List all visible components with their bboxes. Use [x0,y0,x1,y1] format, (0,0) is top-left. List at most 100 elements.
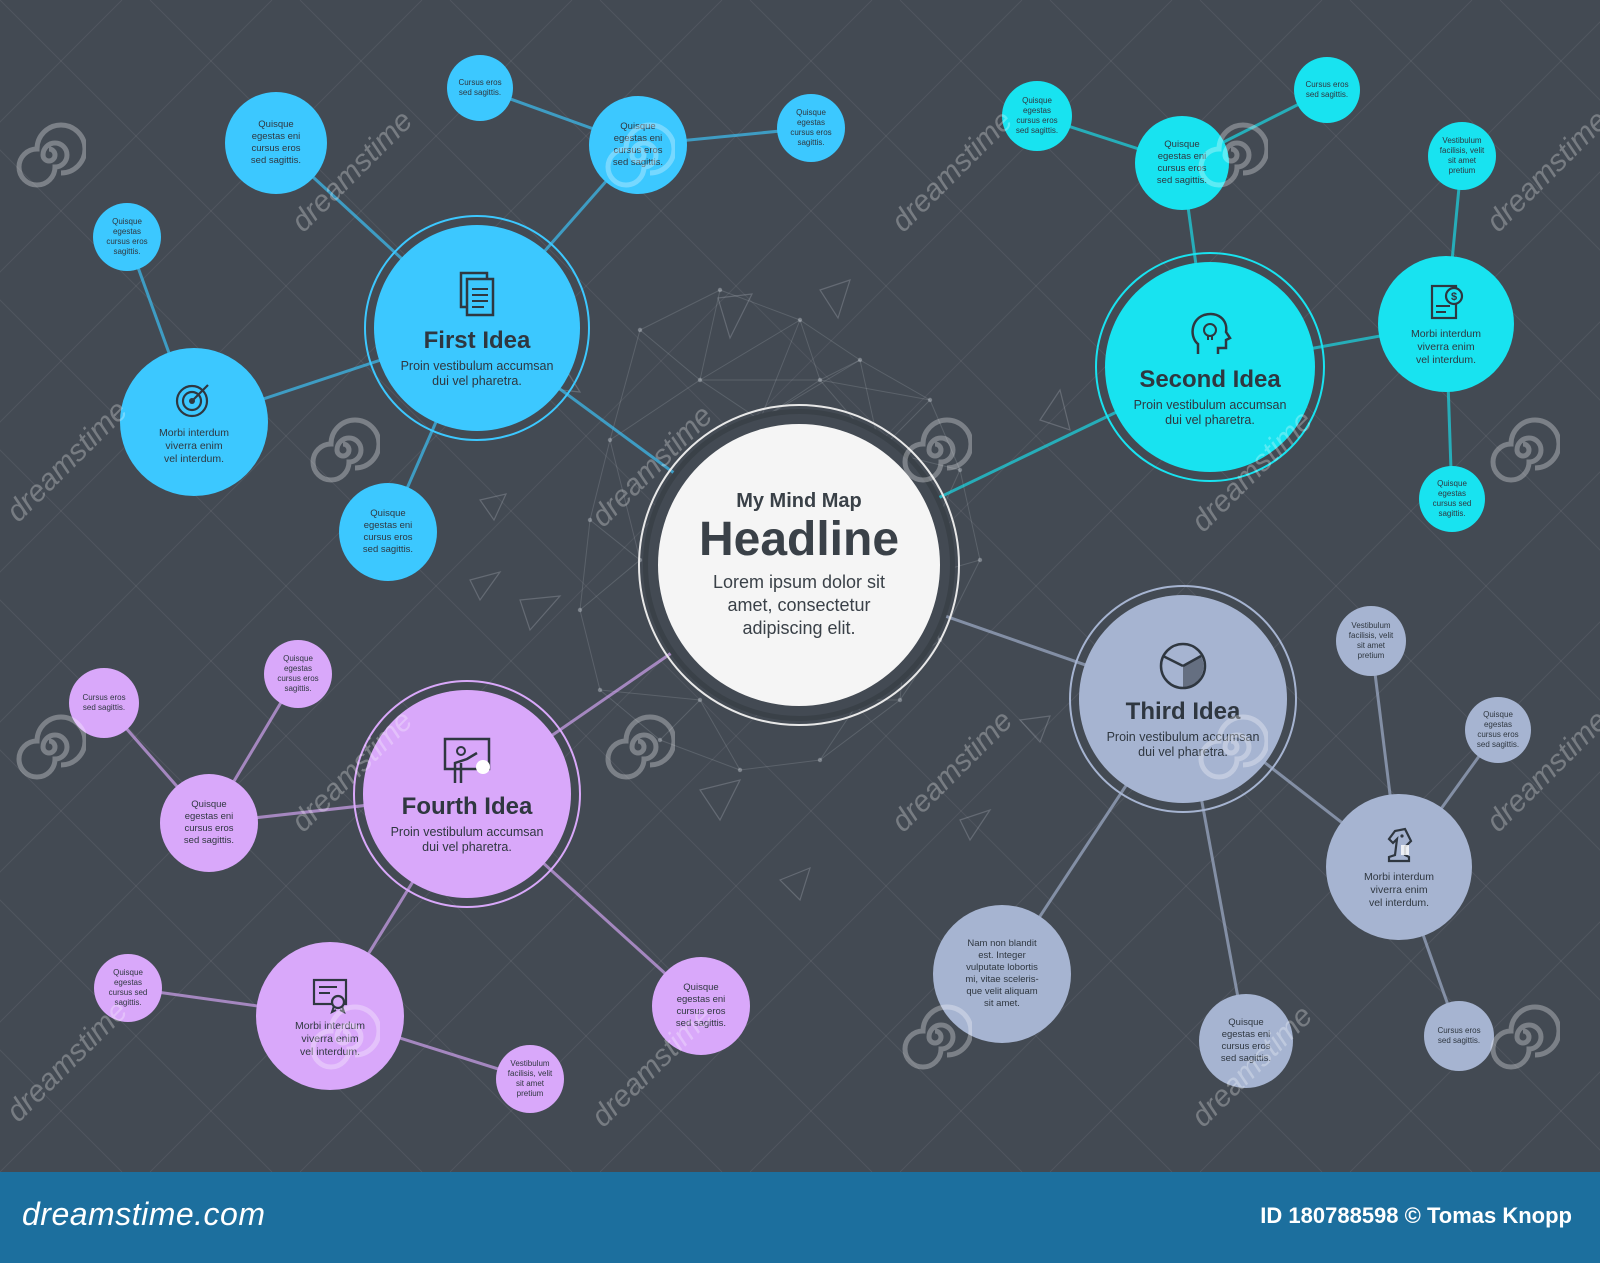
svg-text:$: $ [1451,291,1457,303]
third-idea-node: Third Idea Proin vestibulum accumsan dui… [1079,595,1287,803]
decor-triangle [717,293,754,340]
pie-chart-icon [1159,642,1207,690]
network-line [759,319,801,421]
network-dot [577,607,583,613]
network-dot [797,317,803,323]
chess-knight-icon [1387,827,1413,862]
center-subtitle: Lorem ipsum dolor sit amet, consectetur … [712,572,886,638]
second-idea-subtitle: Proin vestibulum accumsan dui vel pharet… [1133,398,1287,427]
grid-line [1049,0,1600,551]
first-idea-subtitle: Proin vestibulum accumsan dui vel pharet… [400,359,554,388]
second-idea-title: Second Idea [1139,366,1281,393]
grid-line [0,899,273,1172]
target-icon [175,383,209,417]
first-target-text: Morbi interdum viverra enim vel interdum… [158,426,230,465]
grid-line [449,21,1600,1172]
decor-triangle [1039,388,1071,431]
network-line [659,739,741,771]
network-dot [737,767,743,773]
decor-triangle [519,595,562,632]
presentation-board-icon [443,737,491,783]
network-line [579,559,641,611]
first-idea-title: First Idea [423,327,531,354]
decor-triangle [778,866,811,902]
fourth-cert-node: Morbi interdum viverra enim vel interdum… [256,942,404,1090]
fourth-idea-subtitle: Proin vestibulum accumsan dui vel pharet… [390,825,544,854]
grid-line [749,0,1600,851]
decor-triangle [469,570,502,602]
grid-line [0,0,423,423]
footer-brand[interactable]: dreamstime.com [22,1196,266,1232]
network-line [739,759,821,771]
third-idea-subtitle: Proin vestibulum accumsan dui vel pharet… [1106,730,1260,759]
network-line [589,439,611,521]
grid-line [1049,621,1600,1172]
network-line [599,689,661,741]
third-idea-ring [1069,585,1297,813]
grid-line [899,471,1600,1172]
second-idea-node: Second Idea Proin vestibulum accumsan du… [1105,262,1315,472]
network-line [699,699,741,771]
network-dot [657,737,663,743]
network-dot [817,757,823,763]
fourth-idea-node: Fourth Idea Proin vestibulum accumsan du… [363,690,571,898]
network-dot [697,377,703,383]
grid-line [0,0,273,273]
decor-triangle [699,779,742,822]
network-dot [857,357,863,363]
network-dot [927,397,933,403]
network-line [699,319,801,381]
grid-line [899,0,1600,701]
decor-triangle [478,493,508,522]
grid-line [0,0,573,573]
grid-line [0,0,873,873]
network-dot [697,697,703,703]
network-dot [597,687,603,693]
network-dot [977,557,983,563]
grid-line [1349,0,1600,251]
first-idea-ring [364,215,590,441]
third-right-text: Morbi interdum viverra enim vel interdum… [1363,870,1435,909]
network-line [609,329,641,441]
first-target-node: Morbi interdum viverra enim vel interdum… [120,348,268,496]
third-idea-title: Third Idea [1125,698,1241,725]
first-idea-node: First Idea Proin vestibulum accumsan dui… [374,225,580,431]
center-title: Headline [698,513,900,566]
second-idea-ring [1095,252,1325,482]
grid-line [1199,0,1600,401]
fourth-idea-title: Fourth Idea [401,793,533,820]
network-line [819,359,861,381]
grid-line [0,0,1023,1023]
second-right-node: $ Morbi interdum viverra enim vel interd… [1378,256,1514,392]
center-node: My Mind Map Headline Lorem ipsum dolor s… [658,424,940,706]
network-line [579,519,591,611]
network-line [819,379,931,401]
fourth-idea-ring [353,680,581,908]
footer-bar: dreamstime.com ID 180788598 © Tomas Knop… [0,1172,1600,1263]
network-line [719,289,801,321]
network-line [699,289,721,381]
grid-line [0,749,423,1172]
network-dot [817,377,823,383]
center-outer-line [638,404,960,726]
network-line [799,319,821,381]
network-line [799,319,861,361]
grid-line [0,449,723,1172]
fourth-cert-text: Morbi interdum viverra enim vel interdum… [294,1019,366,1058]
